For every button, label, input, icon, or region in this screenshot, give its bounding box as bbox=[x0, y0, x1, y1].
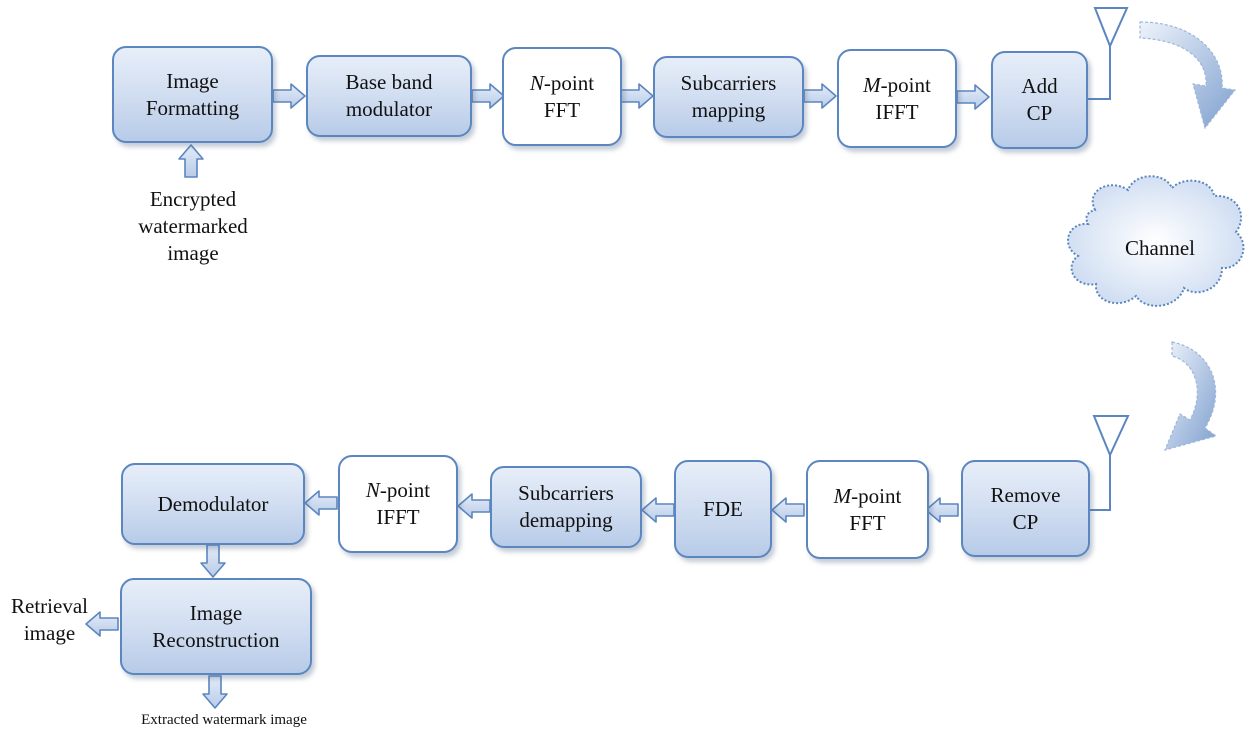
baseband-modulator-line2: modulator bbox=[345, 97, 433, 121]
subcarriers-mapping-line2: mapping bbox=[691, 98, 766, 122]
encrypted-watermarked-image-label: Encrypted watermarked image bbox=[118, 186, 268, 267]
n-point-ifft-line2: IFFT bbox=[376, 505, 420, 529]
extracted-watermark-image-label: Extracted watermark image bbox=[141, 712, 307, 728]
m-point-fft-var: M bbox=[833, 483, 852, 508]
arrow-ifft-to-addcp bbox=[956, 84, 990, 110]
arrow-ifft-to-demodulator bbox=[304, 490, 338, 516]
channel-label: Channel bbox=[1125, 236, 1195, 260]
remove-cp-block: Remove CP bbox=[961, 460, 1090, 557]
retrieval-image-label: Retrieval image bbox=[2, 593, 97, 647]
baseband-modulator-block: Base band modulator bbox=[306, 55, 472, 137]
m-point-fft-line1: M-point bbox=[834, 483, 902, 510]
m-point-fft-line2: FFT bbox=[849, 510, 886, 535]
add-cp-block: Add CP bbox=[991, 51, 1088, 149]
image-formatting-line2: Formatting bbox=[145, 95, 240, 120]
m-point-fft-block: M-point FFT bbox=[806, 460, 929, 559]
curved-arrow-to-channel-icon bbox=[1139, 21, 1237, 130]
n-point-fft-var: N bbox=[529, 70, 544, 95]
m-point-ifft-line2: IFFT bbox=[875, 99, 919, 124]
fde-block: FDE bbox=[674, 460, 772, 558]
arrow-fft-to-fde bbox=[771, 497, 805, 523]
n-point-fft-line2: FFT bbox=[543, 97, 581, 122]
arrow-fft-to-mapping bbox=[620, 83, 654, 109]
subcarriers-mapping-line1: Subcarriers bbox=[680, 71, 777, 95]
retrieval-label-line2: image bbox=[23, 621, 76, 645]
n-point-fft-block: N-point FFT bbox=[502, 47, 622, 146]
add-cp-line2: CP bbox=[1026, 101, 1053, 125]
encrypted-label-line2: watermarked bbox=[138, 214, 248, 238]
arrow-extracted-out bbox=[202, 675, 228, 709]
m-point-ifft-var: M bbox=[863, 72, 881, 97]
transmit-antenna-icon bbox=[1088, 7, 1129, 100]
image-reconstruction-block: Image Reconstruction bbox=[120, 578, 312, 675]
curved-arrow-from-channel-icon bbox=[1163, 341, 1218, 451]
demodulator-block: Demodulator bbox=[121, 463, 305, 545]
m-point-ifft-rest: -point bbox=[880, 72, 931, 97]
arrow-demapping-to-ifft bbox=[457, 493, 491, 519]
subcarriers-mapping-block: Subcarriers mapping bbox=[653, 56, 804, 138]
remove-cp-line1: Remove bbox=[990, 482, 1061, 507]
image-reconstruction-line2: Reconstruction bbox=[152, 627, 280, 652]
image-reconstruction-line1: Image bbox=[189, 600, 243, 625]
encrypted-label-line3: image bbox=[167, 241, 219, 265]
arrow-formatting-to-modulator bbox=[272, 83, 306, 109]
retrieval-label-line1: Retrieval bbox=[11, 594, 88, 618]
baseband-modulator-line1: Base band bbox=[345, 70, 433, 94]
encrypted-label-line1: Encrypted bbox=[149, 187, 237, 211]
subcarriers-demapping-line2: demapping bbox=[519, 508, 613, 532]
n-point-ifft-var: N bbox=[365, 478, 380, 502]
subcarriers-demapping-block: Subcarriers demapping bbox=[490, 466, 642, 548]
arrow-removecp-to-fft bbox=[925, 497, 959, 523]
arrow-fde-to-demapping bbox=[641, 497, 675, 523]
image-formatting-line1: Image bbox=[166, 68, 219, 93]
m-point-ifft-block: M-point IFFT bbox=[837, 49, 957, 148]
subcarriers-demapping-line1: Subcarriers bbox=[518, 481, 614, 505]
m-point-fft-rest: -point bbox=[851, 483, 902, 508]
arrow-modulator-to-fft bbox=[471, 83, 505, 109]
channel-cloud-icon bbox=[1067, 175, 1245, 307]
n-point-ifft-line1: N-point bbox=[366, 477, 430, 504]
remove-cp-line2: CP bbox=[1012, 509, 1039, 534]
n-point-fft-line1: N-point bbox=[530, 70, 594, 97]
arrow-input-up bbox=[178, 144, 204, 178]
arrow-demodulator-down bbox=[200, 544, 226, 578]
fde-label: FDE bbox=[703, 496, 743, 521]
n-point-ifft-block: N-point IFFT bbox=[338, 455, 458, 553]
n-point-fft-rest: -point bbox=[543, 70, 595, 95]
n-point-ifft-rest: -point bbox=[379, 478, 431, 502]
receive-antenna-icon bbox=[1090, 415, 1130, 511]
add-cp-line1: Add bbox=[1021, 74, 1058, 98]
arrow-mapping-to-ifft bbox=[803, 83, 837, 109]
m-point-ifft-line1: M-point bbox=[863, 72, 931, 99]
image-formatting-block: Image Formatting bbox=[112, 46, 273, 143]
demodulator-label: Demodulator bbox=[157, 491, 269, 516]
